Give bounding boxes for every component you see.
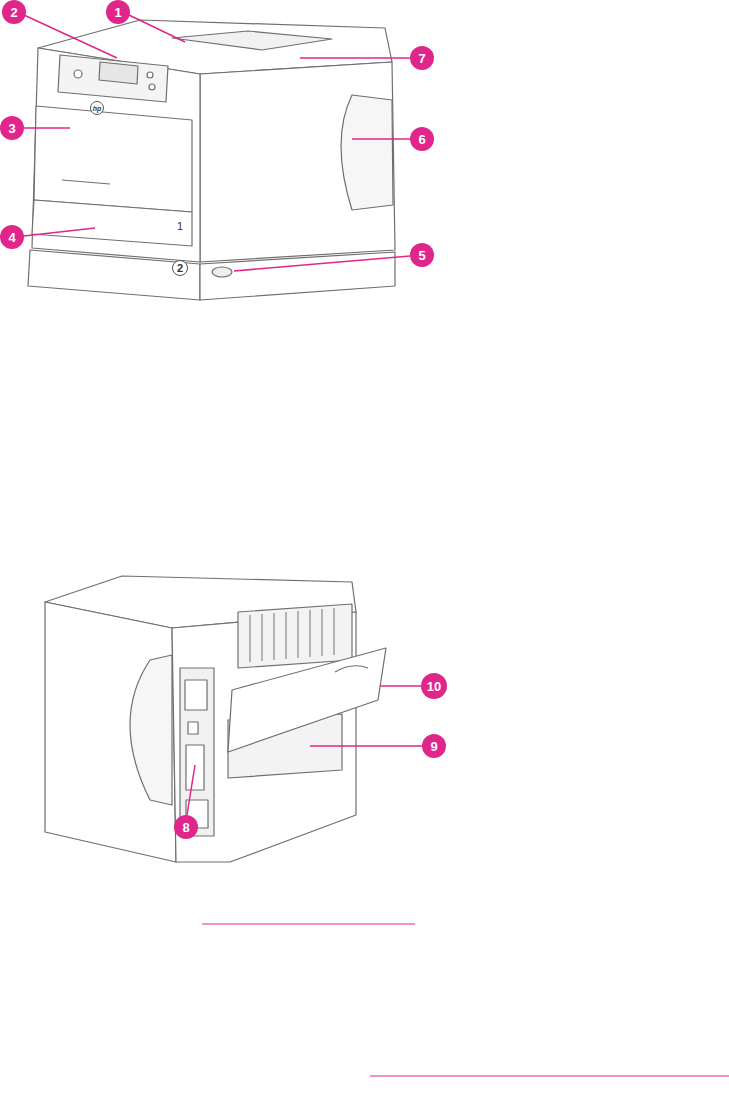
callout-number: 6 <box>410 127 434 151</box>
door-slot <box>62 180 110 184</box>
display <box>99 62 138 84</box>
callout-number: 8 <box>174 815 198 839</box>
rear-door <box>228 648 386 752</box>
right-side <box>200 62 395 262</box>
output-bin <box>172 31 332 50</box>
callout-number: 10 <box>421 673 447 699</box>
leader-line <box>129 15 185 42</box>
callout-number: 5 <box>410 243 434 267</box>
fuser <box>238 604 352 668</box>
callout-number: 7 <box>410 46 434 70</box>
button <box>149 84 155 90</box>
callout-number: 1 <box>106 0 130 24</box>
interface-panel <box>180 668 214 836</box>
link-underline <box>370 1075 729 1076</box>
button <box>74 70 82 78</box>
leader-line <box>234 256 410 271</box>
button <box>147 72 153 78</box>
control-panel <box>58 55 168 102</box>
callout-number: 9 <box>422 734 446 758</box>
leader-line <box>310 745 422 747</box>
tray-1 <box>32 200 192 246</box>
tray-2 <box>28 250 200 300</box>
port <box>188 722 198 734</box>
leader-line <box>24 15 117 58</box>
callout-number: 3 <box>0 116 24 140</box>
tray-number: 1 <box>172 218 188 234</box>
brand-logo: hp <box>90 101 104 115</box>
port <box>185 680 207 710</box>
link-underline <box>202 923 415 924</box>
callout-number: 2 <box>2 0 26 24</box>
side-panel <box>130 655 172 805</box>
leader-line <box>24 127 70 129</box>
callout-number: 4 <box>0 225 24 249</box>
leader-line <box>24 228 95 236</box>
front-face <box>32 48 200 262</box>
leader-line <box>352 138 410 140</box>
leader-line <box>300 57 410 59</box>
leader-line <box>380 685 422 687</box>
front-door <box>34 106 192 212</box>
door-handle <box>335 666 368 672</box>
power-switch <box>212 267 232 277</box>
tray-number: 2 <box>172 260 188 276</box>
side-panel <box>341 95 393 210</box>
leader-line <box>187 765 195 815</box>
left-side <box>45 602 176 862</box>
